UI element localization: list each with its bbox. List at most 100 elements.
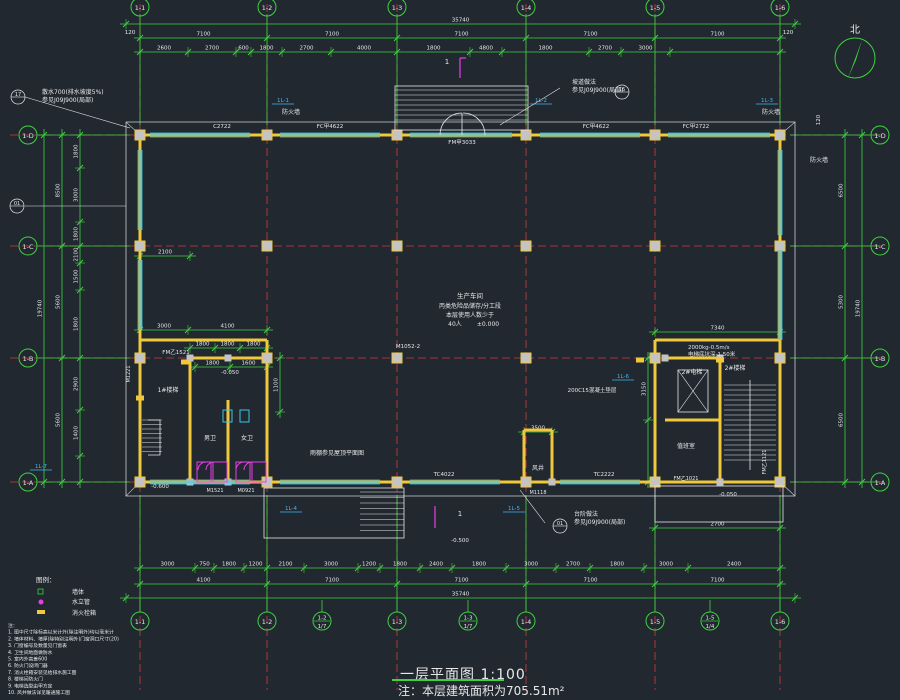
structural-column xyxy=(391,129,403,141)
area-note: 注：本层建筑面积为705.51m² xyxy=(398,684,565,698)
axis-bubble-right-circle xyxy=(870,236,890,256)
legend-wall-icon xyxy=(37,588,44,595)
axis-bubble-bottom-label: 1-4 xyxy=(521,618,532,626)
axis-bubble-top-circle xyxy=(257,0,277,17)
dim-left-detail-value: 1800 xyxy=(74,227,80,241)
elevation-mark: -0.500 xyxy=(451,538,469,544)
detail-tag-label: 1L-1 xyxy=(277,98,289,104)
dim-top-detail-value: 2700 xyxy=(300,46,314,52)
window-tag: TC2222 xyxy=(593,472,615,478)
workshop-elev: ±0.000 xyxy=(477,321,499,328)
door-tag: M1221 xyxy=(126,365,132,382)
axis-bubble-right-label: 1-C xyxy=(874,243,885,251)
detail-tag-label: 1L-6 xyxy=(617,374,629,380)
axis-bubble-top-label: 1-5 xyxy=(650,4,661,12)
dim-top-bays-value: 7100 xyxy=(584,32,598,38)
structural-column xyxy=(774,129,786,141)
lift-pit-note: 电梯底坑深-1.50米 xyxy=(688,350,736,358)
wash-basin-icon xyxy=(239,409,250,423)
dim-right-overall-value: 19740 xyxy=(856,299,862,317)
fire-wall-label: 防火墙 xyxy=(762,108,780,116)
door-tag: FM乙1521 xyxy=(162,349,189,356)
dim-interior-value: 2100 xyxy=(158,250,172,256)
dim-interior-value: 1800 xyxy=(196,342,210,348)
axis-bubble-top-circle xyxy=(770,0,790,17)
step-ref: 参见J09J900(局部) xyxy=(574,518,625,526)
axis-bubble-bottom-circle xyxy=(130,611,150,631)
dim-top-detail-value: 1800 xyxy=(539,46,553,52)
axis-bubble-top-circle xyxy=(516,0,536,17)
dim-left-rooms-value: 5600 xyxy=(56,413,62,427)
door-tag: M1052-2 xyxy=(396,344,420,350)
structural-column-small xyxy=(548,478,556,486)
dim-bottom-detail-value: 3000 xyxy=(161,562,175,568)
scupper-ref: 参见J09J900(局部) xyxy=(42,96,93,104)
legend-hydrant-icon xyxy=(37,610,45,614)
dim-bottom-detail-value: 3000 xyxy=(324,562,338,568)
dim-top-detail-value: 600 xyxy=(238,46,249,52)
general-note: 5. 室内外高差600 xyxy=(8,656,47,663)
scupper-note: 散水700(排水坡度5%) xyxy=(42,88,104,96)
structural-column xyxy=(774,240,786,252)
wc-stall xyxy=(196,461,212,483)
axis-bubble-left-label: 1-C xyxy=(22,243,33,251)
door-tag: M1521 xyxy=(206,488,223,494)
dim-left-detail-value: 2900 xyxy=(74,377,80,391)
dim-bottom-detail-value: 3000 xyxy=(524,562,538,568)
lift-label: 2#电梯 xyxy=(682,368,703,376)
general-note: 10. 风井做法详见暖通施工图 xyxy=(8,689,70,696)
lift-spec: 2000kg-0.5m/s xyxy=(688,345,730,351)
leader-line xyxy=(24,96,131,129)
elevator-cross xyxy=(677,369,709,413)
section-number: 1 xyxy=(445,58,449,66)
door-tag: M1118 xyxy=(529,490,546,496)
dim-top-detail-value: 2700 xyxy=(598,46,612,52)
fixtures-layer xyxy=(136,57,784,539)
axis-bubble-top-label: 1-4 xyxy=(521,4,532,12)
window-tag: C2722 xyxy=(213,124,231,130)
dim-bottom-detail-value: 2400 xyxy=(727,562,741,568)
fire-hydrant-box xyxy=(636,357,644,363)
dim-interior-value: 1600 xyxy=(242,361,256,367)
wc-door-icon xyxy=(197,461,253,471)
window-tag: TC4022 xyxy=(433,472,455,478)
dim-bottom-detail-value: 2400 xyxy=(429,562,443,568)
axis-bubble-right-label: 1-D xyxy=(874,132,886,140)
axis-bubble-right-label: 1-A xyxy=(875,479,886,487)
dim-interior-value: 7340 xyxy=(711,326,725,332)
axis-bubble-left-circle xyxy=(18,125,38,145)
general-note: 7. 消火栓箱安装见给排水施工图 xyxy=(8,669,77,676)
dim-edge-right: 120 xyxy=(816,114,822,125)
leader-line xyxy=(519,489,546,524)
general-note: 8. 楼梯间防火门 xyxy=(8,676,43,683)
axis-bubble-top-circle xyxy=(387,0,407,17)
dim-left-detail-value: 1500 xyxy=(74,269,80,283)
dim-bottom-detail-value: 1800 xyxy=(222,562,236,568)
elevator-car xyxy=(677,369,709,413)
axis-bubble-bottom-circle xyxy=(516,611,536,631)
dim-top-bays-value: 7100 xyxy=(197,32,211,38)
axis-bubble-left-label: 1-B xyxy=(23,355,34,363)
axis-bubble-bottom-circle xyxy=(257,611,277,631)
detail-tag-label: 1L-2 xyxy=(535,98,547,104)
dim-top-detail-value: 1800 xyxy=(427,46,441,52)
wc-women-label: 女卫 xyxy=(241,434,253,442)
general-note: 注： xyxy=(8,622,18,629)
structural-column xyxy=(774,352,786,364)
structural-column xyxy=(391,476,403,488)
dim-right-rooms-value: 6500 xyxy=(839,183,845,197)
duty-room-label: 值班室 xyxy=(677,442,695,450)
dim-left-detail-value: 1800 xyxy=(74,144,80,158)
workshop-note: 丙类危险品储存/分工段 xyxy=(439,302,501,310)
general-note: 4. 卫生间地面做防水 xyxy=(8,649,53,656)
step-note: 台阶做法 xyxy=(574,510,598,518)
window-tag: FC甲2722 xyxy=(683,123,710,130)
legend-item: 消火栓箱 xyxy=(72,609,96,617)
structural-column xyxy=(520,129,532,141)
floor-note: 200C15混凝土垫层 xyxy=(568,386,617,394)
wind-shaft-label: 风井 xyxy=(532,464,544,472)
dim-interior-value: 1800 xyxy=(206,361,220,367)
title-underline xyxy=(392,679,504,681)
axis-bubble-bottom-circle xyxy=(645,611,665,631)
